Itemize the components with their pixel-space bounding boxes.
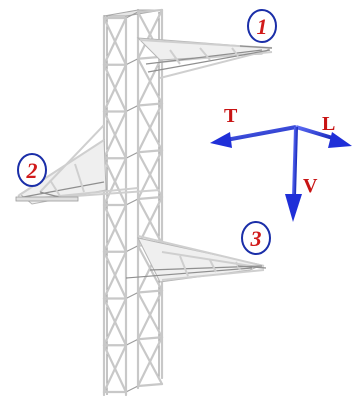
- marker-2: 2: [17, 153, 47, 187]
- mast-brace: [136, 289, 164, 341]
- marker-1-ring: [241, 221, 271, 255]
- mast-brace: [125, 104, 139, 113]
- mast-brace: [125, 11, 139, 19]
- mast-brace: [125, 245, 139, 253]
- mast-brace: [136, 8, 164, 60]
- arm-1: [125, 235, 267, 283]
- mast-brace: [102, 63, 128, 113]
- marker-3: 1: [247, 9, 277, 43]
- axis-l-shaft: [295, 125, 337, 141]
- mast-brace: [125, 385, 139, 393]
- axis-v-arrowhead: [285, 194, 302, 222]
- mast-brace: [136, 8, 164, 14]
- marker-1-label: 3: [250, 226, 262, 251]
- mast-brace: [102, 203, 128, 253]
- mast-brace: [136, 102, 164, 107]
- mast-brace: [125, 198, 139, 206]
- mast-brace: [102, 16, 128, 66]
- mast-brace: [136, 289, 164, 294]
- mast-brace: [136, 382, 164, 388]
- mast-brace: [136, 195, 164, 201]
- mast-brace: [136, 336, 164, 341]
- mast-brace: [125, 291, 139, 300]
- axis-v-shaft: [292, 126, 298, 197]
- mast-brace: [125, 338, 139, 346]
- marker-2-ring: [17, 153, 47, 187]
- marker-1: 3: [241, 221, 271, 255]
- axis-v-label: V: [303, 175, 318, 197]
- axis-t-label: T: [224, 105, 238, 127]
- axis-t-shaft: [225, 125, 297, 142]
- marker-2-label: 2: [26, 158, 38, 183]
- mast-brace: [136, 336, 164, 388]
- marker-3-label: 1: [257, 14, 268, 39]
- mast-brace: [136, 102, 164, 154]
- axis-l-label: L: [322, 113, 335, 135]
- mast-brace: [136, 55, 164, 107]
- mast-brace: [125, 151, 139, 159]
- axis-triad: T L V: [210, 105, 352, 222]
- mast-brace: [102, 344, 128, 394]
- mast-bracing: [102, 8, 164, 394]
- mast-brace: [102, 157, 128, 207]
- mast-brace: [136, 149, 164, 154]
- axis-l-arrowhead: [328, 132, 352, 148]
- lattice-mast: [102, 8, 164, 397]
- mast-brace: [102, 297, 128, 347]
- axis-t-arrowhead: [210, 132, 232, 148]
- mast-brace: [102, 110, 128, 160]
- arm-2-tip-beam: [15, 196, 79, 202]
- arm-3: [136, 37, 273, 79]
- mast-brace: [125, 58, 139, 66]
- marker-3-ring: [247, 9, 277, 43]
- mast-brace: [102, 250, 128, 300]
